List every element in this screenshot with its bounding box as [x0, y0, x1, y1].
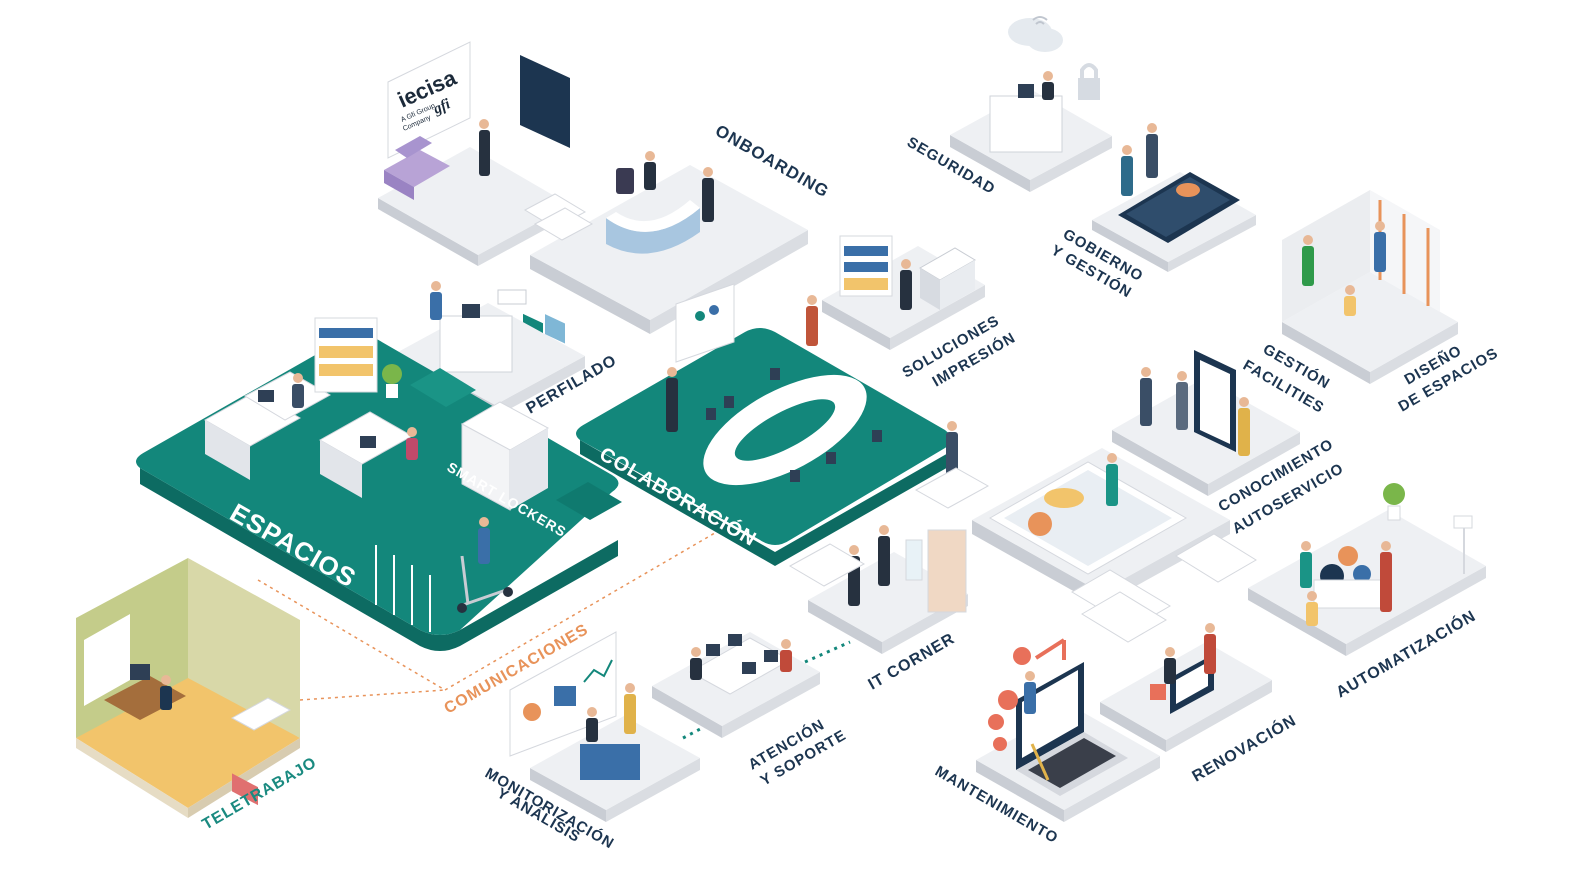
mantenimiento-platform: [976, 638, 1160, 822]
conference-table: [703, 374, 867, 486]
conocimiento-platform: [1112, 350, 1300, 496]
person-receptionist: [616, 151, 656, 194]
teletrabajo-room: [76, 558, 300, 818]
cloud-icon: [1008, 18, 1063, 52]
soluciones-platform: [822, 235, 985, 350]
connector-lines: [257, 529, 721, 701]
people-colaboracion: [666, 295, 958, 480]
whiteboard: [675, 283, 735, 363]
kiosk-screen: [1194, 350, 1236, 452]
stairs-it-corner: [788, 467, 990, 587]
lock-icon: [1078, 63, 1100, 100]
stairs-lobby: [523, 193, 594, 241]
window: [84, 614, 130, 706]
person-visitor: [702, 167, 714, 222]
plant-icon-automatizacion: [1383, 483, 1405, 521]
automatizacion-platform: [1248, 483, 1486, 656]
logo-mark: gfi: [430, 96, 453, 118]
printer-icon: [919, 247, 976, 310]
person-woman-lobby: [479, 119, 490, 176]
colaboracion-platform: [576, 283, 958, 566]
stairs-espacios: [410, 368, 622, 520]
call-center-desks: [688, 634, 792, 695]
armchair-icon: [384, 136, 450, 200]
people-espacios: [292, 373, 418, 460]
monitorizacion-platform: [509, 631, 700, 822]
smart-lockers: [460, 401, 550, 511]
reception-desk: [606, 208, 700, 254]
gear-icon-mantenimiento: [988, 647, 1031, 751]
renovacion-platform: [1100, 623, 1272, 752]
facilities-platform: [1282, 190, 1458, 384]
logo-board: [387, 41, 471, 159]
onboarding-platform: [523, 151, 808, 334]
bike-rack: [375, 545, 431, 632]
tablet-hub: [988, 461, 1188, 575]
plant-icon: [382, 364, 402, 398]
shelves-espacios: [314, 317, 378, 393]
crane: [1034, 638, 1066, 660]
gobierno-platform: [1092, 123, 1256, 272]
desks-espacios: [203, 371, 414, 498]
hub-platform: [972, 448, 1230, 606]
it-corner-platform: [808, 525, 968, 654]
chairs-colaboracion: [706, 368, 882, 482]
stairs-hub: [1071, 533, 1257, 643]
tablet-icon: [1118, 172, 1240, 243]
laptop-icon: [1016, 662, 1128, 796]
people-gobierno: [1121, 123, 1158, 196]
wifi-icon: [1032, 16, 1048, 25]
atencion-platform: [652, 632, 820, 738]
teal-dotted-connectors: [682, 640, 851, 740]
espacios-platform: [136, 317, 622, 651]
seguridad-platform: [950, 16, 1112, 192]
shelves: [839, 235, 893, 297]
scooter-icon: [457, 517, 513, 613]
